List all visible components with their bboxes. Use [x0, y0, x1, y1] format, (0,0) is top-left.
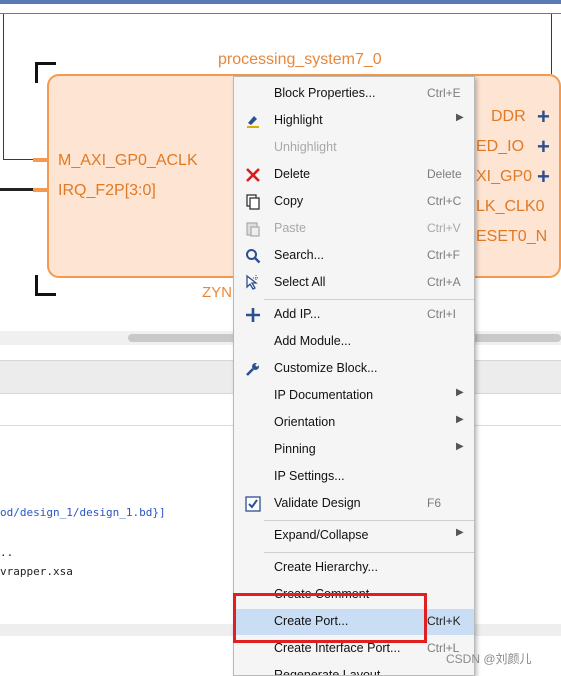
wrench-icon: [246, 363, 259, 376]
menu-label: IP Documentation: [274, 388, 374, 402]
menu-shortcut: Ctrl+I: [427, 307, 457, 321]
menu-item-unhighlight[interactable]: Unhighlight: [234, 135, 474, 161]
port-fixed-io[interactable]: ED_IO: [476, 138, 525, 155]
add-icon: [246, 308, 260, 322]
menu-separator: [264, 299, 474, 300]
menu-item-select-all[interactable]: Select All Ctrl+A: [234, 270, 474, 296]
menu-label: Paste: [274, 221, 306, 235]
menu-label: Create Hierarchy...: [274, 560, 378, 574]
menu-shortcut: Ctrl+F: [427, 248, 460, 262]
wire-irq: [0, 188, 35, 191]
expand-fixed-io-icon[interactable]: +: [537, 134, 550, 159]
annotation-highlight-box: [233, 593, 427, 643]
menu-item-block-properties[interactable]: Block Properties... Ctrl+E: [234, 81, 474, 107]
port-fclk-clk0[interactable]: LK_CLK0: [476, 198, 545, 215]
menu-item-expand-collapse[interactable]: Expand/Collapse ▶: [234, 523, 474, 549]
menu-label: Create Port...: [274, 614, 349, 628]
delete-icon: [246, 168, 260, 182]
port-irq-f2p[interactable]: IRQ_F2P[3:0]: [58, 182, 156, 199]
submenu-arrow-icon: ▶: [456, 414, 464, 425]
menu-label: Regenerate Layout: [274, 668, 381, 676]
submenu-arrow-icon: ▶: [456, 387, 464, 398]
menu-label: Expand/Collapse: [274, 528, 369, 542]
canvas-top-line: [0, 13, 561, 14]
menu-item-add-ip[interactable]: Add IP... Ctrl+I: [234, 302, 474, 328]
menu-item-ip-settings[interactable]: IP Settings...: [234, 464, 474, 490]
menu-label: Add Module...: [274, 334, 352, 348]
menu-item-add-module[interactable]: Add Module...: [234, 329, 474, 355]
menu-shortcut: F6: [427, 496, 442, 510]
menu-item-highlight[interactable]: Highlight ▶: [234, 108, 474, 134]
pin-aclk[interactable]: [33, 158, 47, 162]
menu-label: Delete: [274, 167, 311, 181]
menu-separator: [264, 552, 474, 553]
select-all-icon: [246, 274, 259, 290]
menu-label: Create Interface Port...: [274, 641, 401, 655]
search-icon: [246, 249, 261, 264]
menu-label: Orientation: [274, 415, 336, 429]
menu-shortcut: Ctrl+E: [427, 86, 461, 100]
ip-block-title: processing_system7_0: [218, 51, 382, 68]
validate-check-icon: [245, 496, 261, 512]
menu-label: Block Properties...: [274, 86, 376, 100]
console-line-ellipsis: ..: [0, 546, 14, 559]
canvas-top-border: [0, 0, 561, 4]
menu-label: Validate Design: [274, 496, 361, 510]
selection-corner-bl: [35, 275, 56, 296]
submenu-arrow-icon: ▶: [456, 441, 464, 452]
port-ddr[interactable]: DDR: [491, 108, 526, 125]
menu-label: Copy: [274, 194, 304, 208]
copy-icon: [246, 194, 260, 210]
watermark: CSDN @刘颜儿: [446, 652, 532, 666]
menu-item-paste[interactable]: Paste Ctrl+V: [234, 216, 474, 242]
wire-vertical: [3, 14, 4, 160]
console-line-xsa: vrapper.xsa: [0, 565, 73, 578]
submenu-arrow-icon: ▶: [456, 112, 464, 123]
menu-shortcut: Ctrl+L: [427, 641, 460, 655]
menu-item-customize-block[interactable]: Customize Block...: [234, 356, 474, 382]
menu-shortcut: Ctrl+V: [427, 221, 461, 235]
expand-ddr-icon[interactable]: +: [537, 104, 550, 129]
menu-shortcut: Ctrl+A: [427, 275, 461, 289]
ip-block-footer: ZYN: [202, 284, 232, 301]
menu-item-ip-documentation[interactable]: IP Documentation ▶: [234, 383, 474, 409]
menu-label: Highlight: [274, 113, 323, 127]
menu-item-search[interactable]: Search... Ctrl+F: [234, 243, 474, 269]
menu-label: Customize Block...: [274, 361, 378, 375]
menu-item-create-hierarchy[interactable]: Create Hierarchy...: [234, 555, 474, 581]
wire-aclk: [3, 159, 35, 160]
context-menu: Block Properties... Ctrl+E Highlight ▶ U…: [233, 76, 475, 676]
menu-label: Unhighlight: [274, 140, 337, 154]
console-line-bd-path[interactable]: od/design_1/design_1.bd}]: [0, 506, 166, 519]
menu-item-orientation[interactable]: Orientation ▶: [234, 410, 474, 436]
port-m-axi-gp0-aclk[interactable]: M_AXI_GP0_ACLK: [58, 152, 198, 169]
menu-label: Select All: [274, 275, 326, 289]
menu-item-copy[interactable]: Copy Ctrl+C: [234, 189, 474, 215]
port-m-axi-gp0[interactable]: XI_GP0: [476, 168, 533, 185]
submenu-arrow-icon: ▶: [456, 527, 464, 538]
menu-label: Search...: [274, 248, 325, 262]
wire-right: [551, 14, 552, 74]
selection-corner-tl: [35, 62, 56, 83]
menu-item-pinning[interactable]: Pinning ▶: [234, 437, 474, 463]
menu-label: Pinning: [274, 442, 316, 456]
pin-irq[interactable]: [33, 188, 47, 192]
menu-item-create-interface-port[interactable]: Create Interface Port... Ctrl+L: [234, 636, 474, 662]
menu-item-validate-design[interactable]: Validate Design F6: [234, 491, 474, 517]
menu-label: IP Settings...: [274, 469, 345, 483]
menu-shortcut: Ctrl+C: [427, 194, 462, 208]
expand-m-axi-gp0-icon[interactable]: +: [537, 164, 550, 189]
menu-label: Add IP...: [274, 307, 321, 321]
menu-shortcut: Ctrl+K: [427, 614, 461, 628]
menu-item-delete[interactable]: Delete Delete: [234, 162, 474, 188]
menu-item-create-port[interactable]: Create Port... Ctrl+K: [234, 609, 474, 635]
menu-shortcut: Delete: [427, 167, 462, 181]
port-fclk-reset0-n[interactable]: ESET0_N: [476, 228, 548, 245]
menu-item-regenerate-layout[interactable]: Regenerate Layout: [234, 663, 474, 676]
paste-icon: [246, 222, 260, 237]
highlight-icon: [247, 116, 259, 128]
menu-separator: [264, 520, 474, 521]
